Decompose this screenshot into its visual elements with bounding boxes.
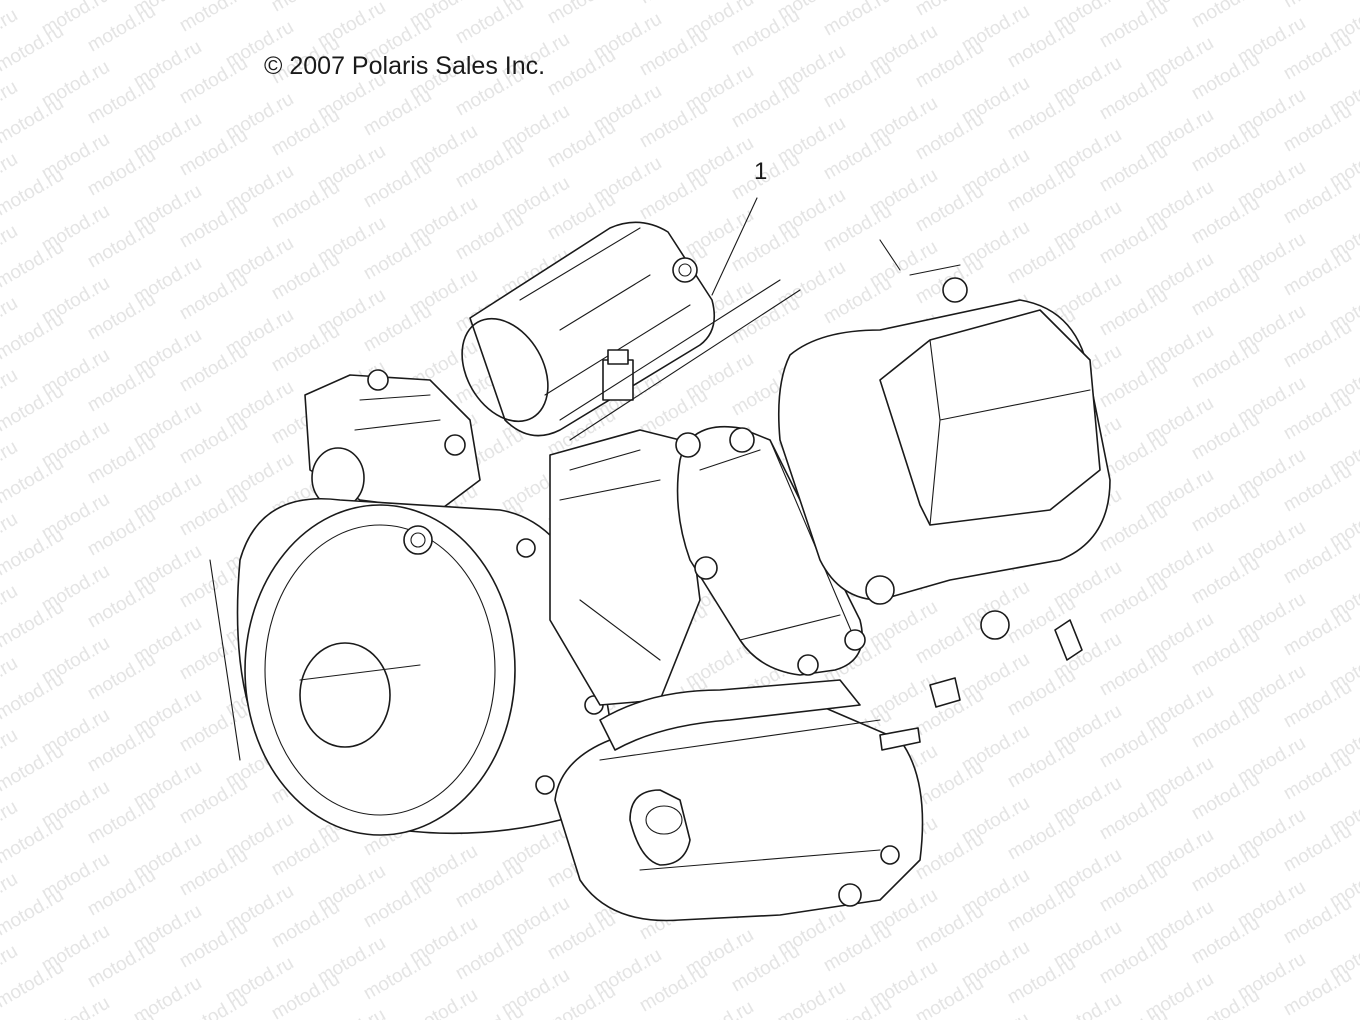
watermark-text: motod.ru <box>636 0 711 8</box>
watermark-text: motod.ru <box>912 0 987 20</box>
copyright-symbol: © <box>264 52 283 80</box>
copyright-notice: © 2007 Polaris Sales Inc. <box>264 52 545 81</box>
watermark-text: motod.ru <box>452 0 527 48</box>
starter-motor <box>461 221 716 437</box>
watermark-text: motod.ru <box>1188 0 1263 32</box>
watermark-text: motod.ru <box>314 1005 389 1020</box>
watermark-text: motod.ru <box>38 993 113 1020</box>
watermark-text: motod.ru <box>774 977 849 1020</box>
watermark-text: motod.ru <box>958 1009 1033 1020</box>
watermark-text: motod.ru <box>0 0 67 4</box>
watermark-text: motod.ru <box>820 0 895 40</box>
rocker-cover <box>675 425 866 676</box>
watermark-text: motod.ru <box>682 997 757 1020</box>
watermark-text: motod.ru <box>406 985 481 1020</box>
clutch-cover <box>209 498 612 836</box>
starter-end-housing <box>304 369 481 511</box>
callout-number-1: 1 <box>754 158 768 185</box>
oil-hose <box>599 679 861 751</box>
watermark-text: motod.ru <box>268 0 343 16</box>
watermark-text: motod.ru <box>1280 0 1355 12</box>
watermark-text: motod.ru <box>544 0 619 28</box>
copyright-text: 2007 Polaris Sales Inc. <box>289 52 546 80</box>
cylinder-block <box>549 279 801 706</box>
lower-gearcase <box>554 695 924 922</box>
watermark-text: motod.ru <box>1326 1001 1360 1020</box>
engine-assembly-drawing <box>209 197 1111 922</box>
callout-leader-line <box>711 197 758 296</box>
cylinder-head <box>777 239 1111 708</box>
watermark-text: motod.ru <box>1050 989 1125 1020</box>
watermark-text: motod.ru <box>176 0 251 36</box>
